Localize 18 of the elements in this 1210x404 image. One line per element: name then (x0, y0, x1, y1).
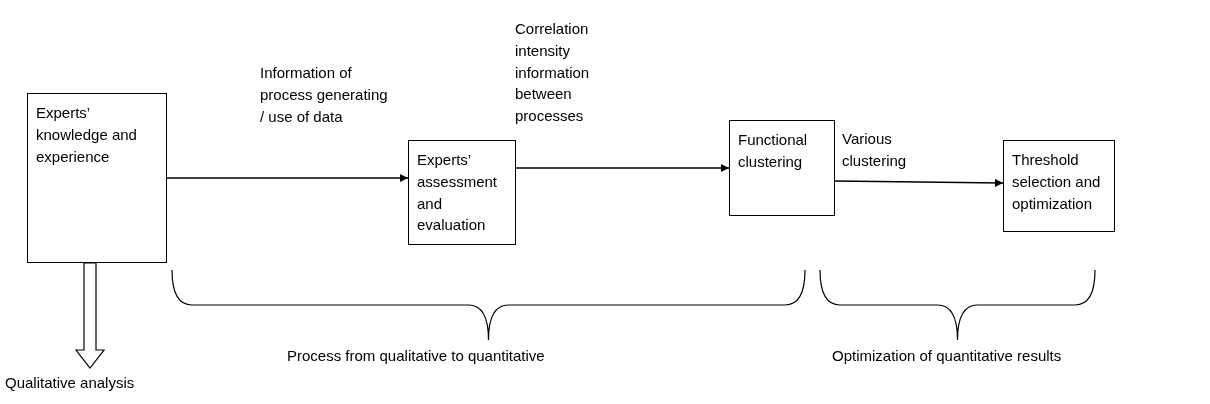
process-box (729, 120, 835, 216)
edge-label: Correlation intensity information between processes (515, 19, 591, 126)
box-label: Experts’ knowledge and experience (36, 103, 138, 167)
edge-label: Information of process generating / use of data (260, 63, 389, 127)
bracket-label: Optimization of quantitative results (832, 346, 1062, 366)
hollow-arrow (74, 262, 106, 369)
box-label: Functional clustering (738, 130, 809, 172)
process-box (1003, 140, 1115, 232)
arrow (834, 178, 1004, 187)
edge-label: Various clustering (842, 129, 908, 171)
caption-text: Qualitative analysis (5, 372, 165, 396)
bracket-label: Process from qualitative to quantitative (287, 346, 545, 366)
arrow (166, 174, 409, 182)
box-label: Threshold selection and optimization (1012, 150, 1102, 214)
arrow (515, 164, 730, 172)
box-label: Experts’ assessment and evaluation (417, 150, 499, 236)
process-box (408, 140, 516, 245)
process-box (27, 93, 167, 263)
